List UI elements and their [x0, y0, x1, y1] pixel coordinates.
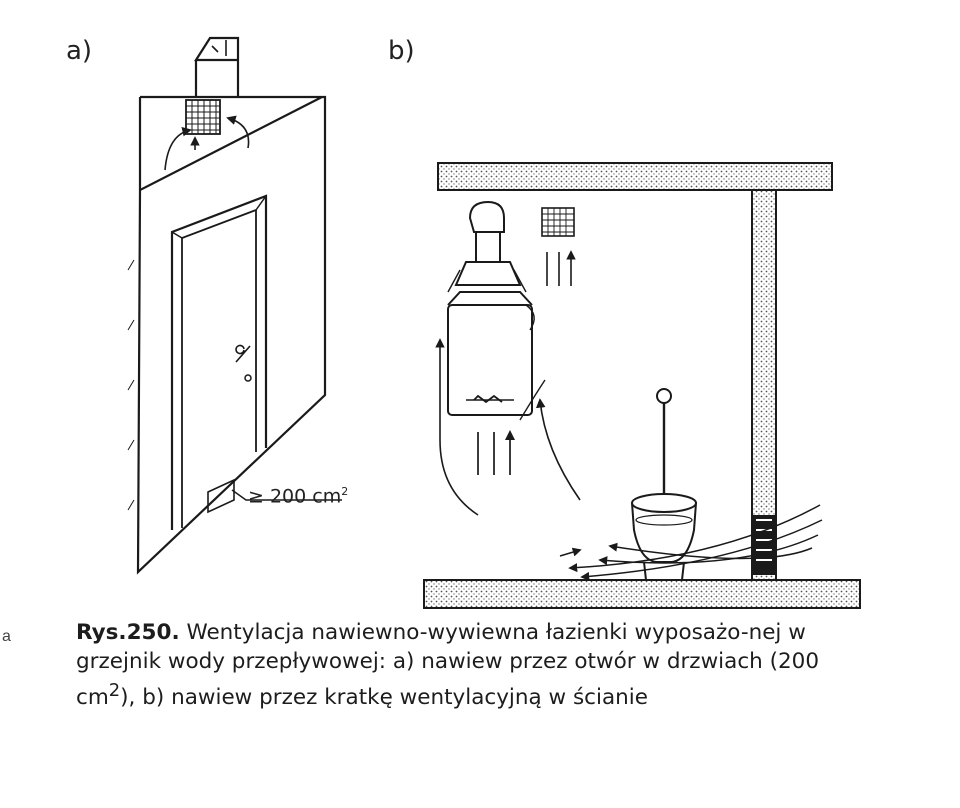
figure-caption: Rys.250. Wentylacja nawiewno-wywiewna ła…: [76, 618, 876, 712]
exhaust-duct: [193, 36, 240, 97]
door-handle: [235, 344, 251, 363]
door-leaf: [181, 208, 257, 528]
wall-panel: [136, 95, 327, 575]
margin-mark: a: [2, 628, 11, 645]
caption-superscript: 2: [108, 680, 121, 701]
caption-text-2: ), b) nawiew przez kratkę wentylacyjną w…: [120, 685, 648, 711]
panel-b-drawing: [423, 162, 861, 609]
toilet: [631, 388, 697, 581]
opening-area-label: ≥ 200 cm2: [248, 485, 348, 507]
caption-number: Rys.250.: [76, 620, 180, 645]
caption-text-1: Wentylacja nawiewno-wywiewna łazienki wy…: [76, 620, 820, 711]
flue-pipe: [468, 200, 505, 233]
water-heater: [447, 304, 533, 416]
panel-a-label: a): [66, 36, 93, 66]
panel-a-drawing: [127, 36, 342, 575]
door-frame: [170, 194, 268, 530]
ceiling-slab: [437, 162, 833, 191]
opening-area-exponent: 2: [341, 485, 349, 498]
wall-vent-grille: [752, 515, 776, 575]
ceiling-exhaust-grille: [541, 207, 575, 237]
door-vent-opening: [207, 478, 235, 514]
floor-slab: [423, 579, 861, 609]
opening-area-value: ≥ 200 cm: [248, 485, 342, 508]
panel-b-label: b): [388, 36, 415, 66]
exhaust-grille: [185, 99, 221, 135]
